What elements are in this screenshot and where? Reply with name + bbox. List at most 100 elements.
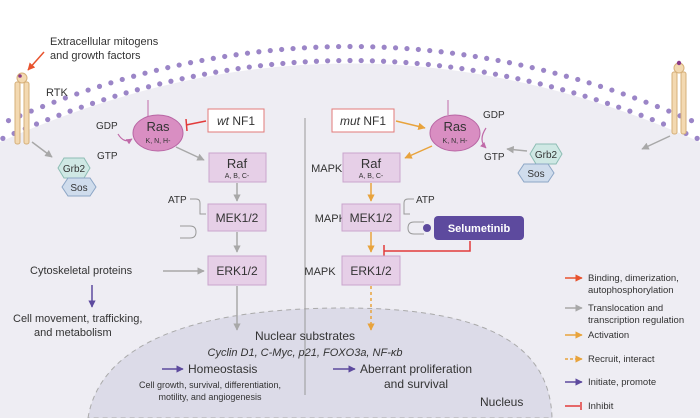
membrane-bead xyxy=(145,84,152,90)
mek-bracket-left xyxy=(180,225,197,239)
mitogen-arrow xyxy=(27,51,45,71)
gtp-right: GTP xyxy=(484,152,505,163)
membrane-bead xyxy=(575,76,581,83)
grb2-left-label: Grb2 xyxy=(63,164,86,175)
membrane-bead xyxy=(425,61,431,68)
aberrant-label-1: Aberrant proliferation xyxy=(360,362,472,376)
nf1-inhibit-left-bar xyxy=(185,118,188,132)
ras-right-sub: K, N, H- xyxy=(443,138,469,145)
membrane-bead xyxy=(235,65,241,72)
rtk-receptor-left xyxy=(14,72,30,145)
membrane-bead xyxy=(666,108,672,114)
homeostasis-detail-2: motility, and angiogenesis xyxy=(159,392,262,402)
membrane-bead xyxy=(280,60,286,67)
membrane-bead xyxy=(404,45,410,52)
rtk-receptor-right xyxy=(671,60,687,135)
membrane-bead xyxy=(324,44,330,50)
membrane-bead xyxy=(449,50,456,56)
membrane-bead xyxy=(108,80,114,86)
legend-label: Inhibit xyxy=(588,401,614,412)
membrane-bead xyxy=(199,57,205,64)
gdp-gtp-arrow-right xyxy=(480,127,487,149)
nf1-wt-box xyxy=(207,108,265,133)
membrane-bead xyxy=(131,73,137,79)
membrane-bead xyxy=(62,95,68,101)
membrane-bead xyxy=(257,63,264,69)
raf-left xyxy=(208,152,267,183)
membrane-bead xyxy=(537,81,543,87)
membrane-bead xyxy=(370,44,376,50)
membrane-bead xyxy=(168,78,174,84)
ras-right xyxy=(429,114,481,152)
membrane-bead xyxy=(85,87,91,93)
cytoplasm xyxy=(0,63,700,418)
raf-right-sub: A, B, C- xyxy=(359,173,384,180)
membrane-bead xyxy=(213,69,219,75)
membrane-bead xyxy=(28,108,34,114)
erk-left xyxy=(207,255,267,286)
membrane-bead xyxy=(123,90,129,96)
raf-left-label: Raf xyxy=(227,156,248,171)
ras-to-raf-arrow-right xyxy=(404,145,433,159)
membrane-bead xyxy=(5,117,12,124)
membrane-bead xyxy=(504,73,510,79)
membrane-bead xyxy=(627,108,633,114)
homeostasis-detail-1: Cell growth, survival, differentiation, xyxy=(139,380,281,390)
membrane-bead xyxy=(403,59,409,66)
legend-label: transcription regulation xyxy=(588,315,684,326)
membrane-bead xyxy=(632,95,638,101)
legend: Binding, dimerization,autophosphorylatio… xyxy=(565,273,684,412)
mitogens-label: Extracellular mitogens xyxy=(50,36,159,48)
selumetinib-dot xyxy=(423,224,431,232)
membrane-bead xyxy=(358,57,364,64)
membrane-bead xyxy=(604,100,611,106)
membrane-bead xyxy=(302,59,308,65)
mek-left-label: MEK1/2 xyxy=(216,211,259,225)
membrane-bead xyxy=(176,62,182,68)
cell-membrane xyxy=(0,43,700,141)
membrane-bead xyxy=(506,60,513,66)
ras-to-raf-arrow-left xyxy=(175,146,205,161)
membrane-bead xyxy=(438,49,444,55)
grb2-to-ras-arrow-right xyxy=(506,145,528,154)
membrane-bead xyxy=(597,83,604,89)
grb2-left xyxy=(57,157,91,179)
erk-right xyxy=(341,255,401,286)
membrane-bead xyxy=(96,83,103,89)
membrane-bead xyxy=(313,58,320,64)
membrane-bead xyxy=(279,46,285,53)
membrane-bead xyxy=(74,91,80,97)
membrane-bead xyxy=(586,80,592,86)
membrane-bead xyxy=(301,45,308,51)
nucleus-label: Nucleus xyxy=(480,395,523,409)
membrane-bead xyxy=(461,52,467,58)
membrane-bead xyxy=(0,135,6,141)
erk-left-label: ERK1/2 xyxy=(216,264,258,278)
membrane-bead xyxy=(256,49,262,55)
membrane-bead xyxy=(560,87,566,93)
sos-left-label: Sos xyxy=(70,183,87,194)
membrane-bead xyxy=(40,103,46,110)
membrane-bead xyxy=(134,87,140,93)
membrane-bead xyxy=(380,58,387,64)
membrane-bead xyxy=(415,46,421,53)
membrane-bead xyxy=(210,55,216,61)
atp-left: ATP xyxy=(168,195,187,206)
membrane-bead xyxy=(101,97,107,103)
gtp-left: GTP xyxy=(97,151,118,162)
membrane-bead xyxy=(392,59,398,65)
membrane-bead xyxy=(45,116,51,123)
membrane-bead xyxy=(347,57,353,64)
membrane-bead xyxy=(688,117,695,124)
membrane-bead xyxy=(593,97,599,103)
membrane-bead xyxy=(358,43,364,50)
gdp-left: GDP xyxy=(96,121,118,132)
membrane-bead xyxy=(153,67,159,73)
rtk-to-grb2-arrow xyxy=(31,141,53,158)
atp-right: ATP xyxy=(416,195,435,206)
membrane-bead xyxy=(157,81,163,87)
membrane-bead xyxy=(660,121,667,127)
membrane-bead xyxy=(563,73,569,79)
raf-right-label: Raf xyxy=(361,156,382,171)
membrane-bead xyxy=(484,55,490,61)
